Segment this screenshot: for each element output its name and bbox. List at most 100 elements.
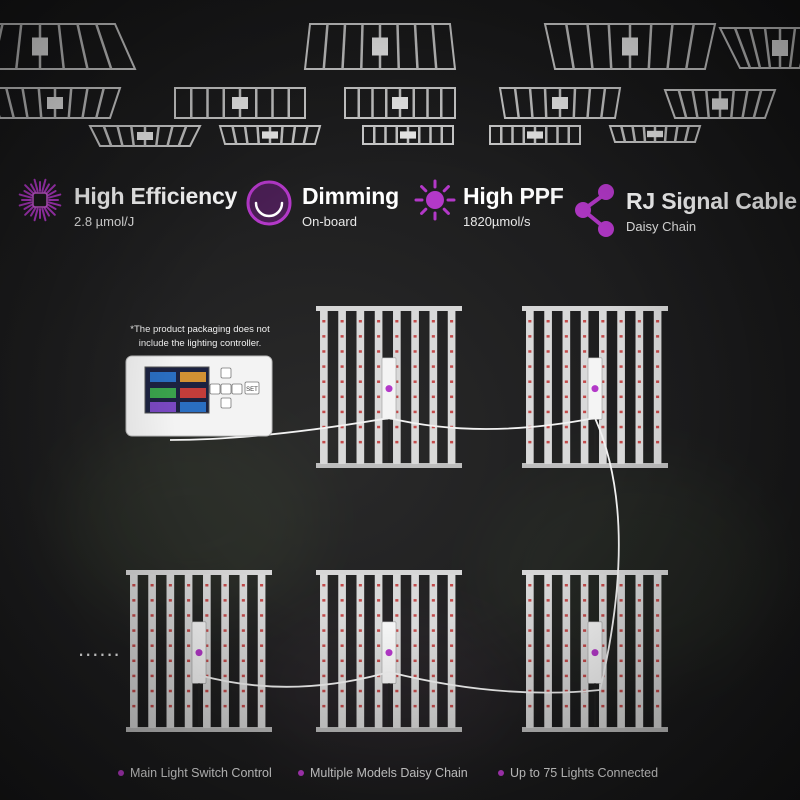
led-diode xyxy=(340,599,344,602)
led-diode xyxy=(358,599,362,602)
led-diode xyxy=(637,395,641,399)
share-network-icon xyxy=(575,184,614,237)
led-fixture xyxy=(126,570,272,732)
led-diode xyxy=(546,614,550,617)
led-bar xyxy=(322,23,329,70)
led-diode xyxy=(395,584,399,587)
led-diode xyxy=(413,350,417,353)
dial-ring xyxy=(246,180,292,226)
led-diode xyxy=(528,335,532,338)
led-bar xyxy=(562,574,571,728)
led-diode xyxy=(377,395,381,399)
led-diode xyxy=(241,644,245,647)
led-diode xyxy=(205,614,209,617)
led-diode xyxy=(583,380,587,383)
led-diode xyxy=(340,614,344,617)
led-bar xyxy=(580,310,589,464)
led-diode xyxy=(450,659,454,663)
ceiling-fixture xyxy=(718,27,800,69)
fixture-rail xyxy=(126,570,272,575)
burst-ray xyxy=(23,190,34,197)
brand-logo-icon xyxy=(385,649,393,657)
led-diode xyxy=(223,674,227,678)
led-bar xyxy=(95,23,113,70)
led-diode xyxy=(583,704,587,708)
led-diode xyxy=(413,629,417,632)
led-diode xyxy=(564,659,568,663)
led-diode xyxy=(656,614,660,617)
led-diode xyxy=(564,380,568,383)
led-diode xyxy=(377,350,381,353)
led-diode xyxy=(395,380,399,383)
led-diode xyxy=(601,380,605,383)
led-diode xyxy=(205,584,209,587)
led-diode xyxy=(322,365,326,368)
driver-box xyxy=(772,40,788,56)
signal-cable xyxy=(388,417,596,430)
led-diode xyxy=(583,440,587,444)
led-diode xyxy=(377,410,381,414)
led-bar xyxy=(67,87,73,119)
led-diode xyxy=(637,320,641,323)
led-diode xyxy=(413,440,417,444)
led-diode xyxy=(395,644,399,647)
led-bar xyxy=(21,87,29,119)
footer-point-75-lights: Up to 75 Lights Connected xyxy=(498,766,658,780)
led-diode xyxy=(241,674,245,678)
led-bar xyxy=(599,310,607,464)
led-diode xyxy=(450,440,454,444)
controller-key xyxy=(220,397,232,409)
feature-high-efficiency: High Efficiency 2.8 µmol/J xyxy=(74,183,237,229)
led-diode xyxy=(583,629,587,632)
led-diode xyxy=(583,350,587,353)
led-diode xyxy=(546,704,550,708)
led-diode xyxy=(223,614,227,617)
led-bar xyxy=(565,23,575,70)
led-diode xyxy=(187,599,191,602)
led-diode xyxy=(656,395,660,399)
led-diode xyxy=(528,440,532,444)
led-diode xyxy=(450,674,454,678)
led-diode xyxy=(168,629,172,632)
led-diode xyxy=(450,614,454,617)
fixture-frame xyxy=(0,23,137,70)
led-diode xyxy=(583,320,587,323)
screen-readout xyxy=(180,388,206,398)
screen-readout xyxy=(180,372,206,382)
led-diode xyxy=(150,584,154,587)
led-diode xyxy=(358,614,362,617)
led-diode xyxy=(223,704,227,708)
feature-title: High PPF xyxy=(463,183,564,209)
led-bar xyxy=(257,574,266,728)
led-diode xyxy=(413,704,417,708)
led-diode xyxy=(528,704,532,708)
led-bar xyxy=(653,574,662,728)
led-diode xyxy=(431,599,435,602)
led-diode xyxy=(450,320,454,323)
led-diode xyxy=(132,674,136,678)
led-diode xyxy=(187,704,191,708)
led-diode xyxy=(322,674,326,678)
burst-ray xyxy=(18,193,33,199)
led-diode xyxy=(637,629,641,632)
led-diode xyxy=(450,380,454,383)
burst-ray xyxy=(43,206,50,217)
led-diode xyxy=(413,614,417,617)
led-diode xyxy=(601,395,605,399)
led-bar xyxy=(635,574,644,728)
led-diode xyxy=(223,689,227,693)
led-diode xyxy=(377,599,381,602)
led-diode xyxy=(340,395,344,399)
led-bar xyxy=(155,125,160,147)
led-bar xyxy=(5,87,15,119)
led-diode xyxy=(322,395,326,399)
driver-box xyxy=(47,97,63,109)
ceiling-fixture xyxy=(0,23,137,70)
led-diode xyxy=(431,365,435,368)
led-bar xyxy=(356,574,365,728)
led-diode xyxy=(431,704,435,708)
ceiling-fixtures-row xyxy=(0,23,800,147)
feature-dimming: Dimming On-board xyxy=(302,183,399,229)
